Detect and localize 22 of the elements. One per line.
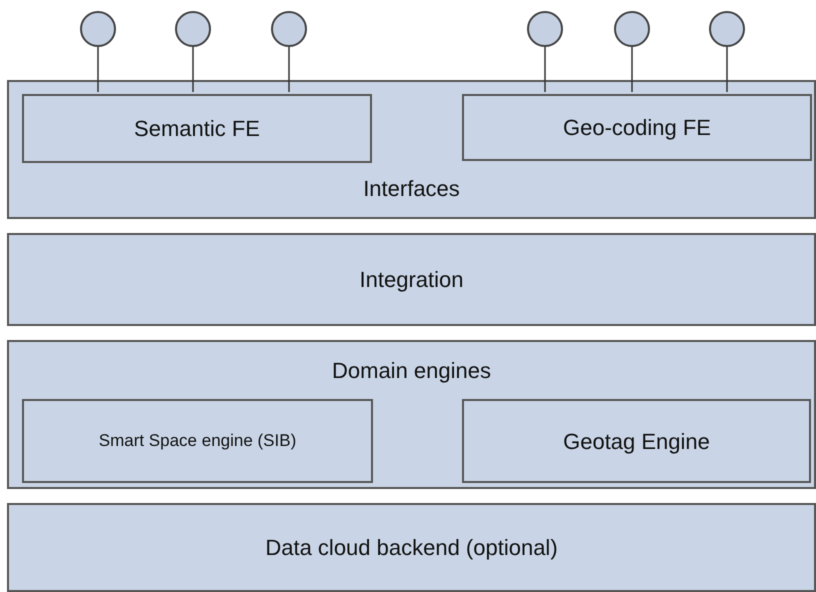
component-box [22, 399, 373, 483]
connector-line [726, 47, 728, 92]
component-box [22, 94, 372, 163]
layer-band [7, 340, 816, 489]
connector-line [97, 47, 99, 92]
layer-band [7, 80, 816, 219]
layer-band [7, 503, 816, 592]
connector-line [192, 47, 194, 92]
node-label: Geo-coding FE [563, 114, 711, 142]
node-label: Integration [360, 266, 464, 294]
connector-line [544, 47, 546, 92]
node-label: Geotag Engine [563, 428, 710, 456]
connector-line [288, 47, 290, 92]
node-label: Interfaces [362, 175, 461, 203]
node-label: Semantic FE [134, 115, 260, 143]
component-box [462, 399, 811, 483]
layer-band [7, 233, 816, 326]
node-label: Smart Space engine (SIB) [98, 430, 296, 452]
connector-line [631, 47, 633, 92]
component-box [462, 94, 812, 161]
node-label: Data cloud backend (optional) [265, 534, 558, 562]
node-label: Domain engines [331, 357, 492, 385]
